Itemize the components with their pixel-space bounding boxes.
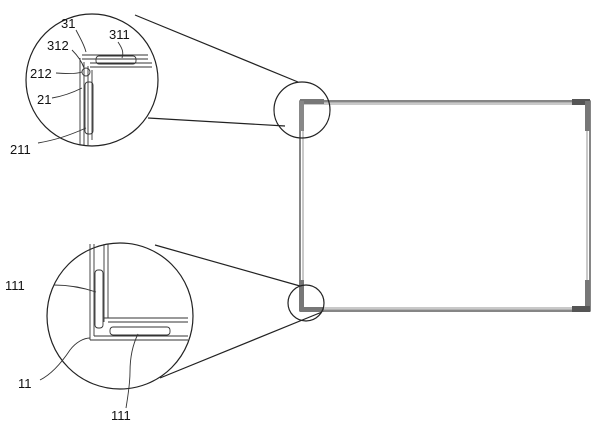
corner-bottom-right <box>572 280 590 312</box>
magnifier-circle-bottom <box>287 284 325 322</box>
corner-bottom-left <box>299 280 324 312</box>
label-31: 31 <box>61 16 75 31</box>
label-311: 311 <box>109 27 130 42</box>
label-11: 11 <box>18 376 32 391</box>
label-111-top: 111 <box>5 278 25 293</box>
zoom-connector-lines <box>134 14 323 379</box>
label-211: 211 <box>10 142 31 157</box>
label-111-bottom: 111 <box>111 408 131 423</box>
detail-circle-bottom <box>46 242 194 390</box>
leader-lines <box>37 29 139 409</box>
corner-top-left <box>299 99 324 131</box>
label-21: 21 <box>37 92 51 107</box>
label-212: 212 <box>30 66 52 81</box>
label-312: 312 <box>47 38 69 53</box>
corner-top-right <box>572 99 590 131</box>
magnifier-circle-top <box>273 81 331 139</box>
main-frame <box>299 99 591 312</box>
